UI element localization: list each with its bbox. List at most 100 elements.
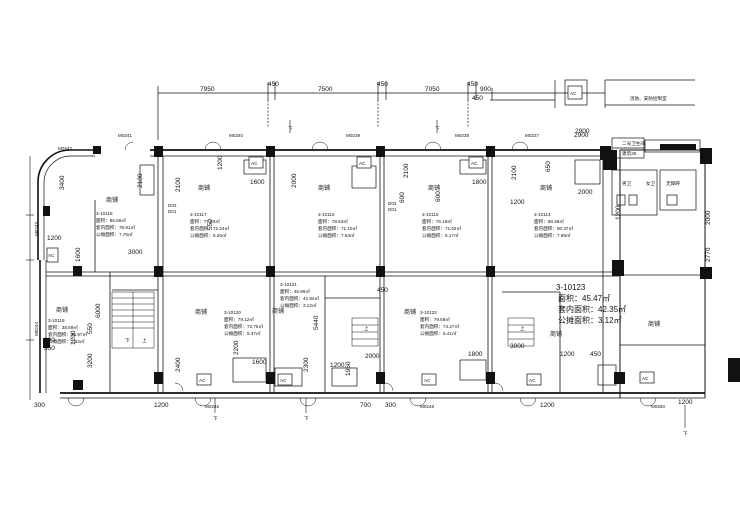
shop-inner-area: 套内面积：71.10㎡ xyxy=(318,225,357,232)
shop-3-10120: 商铺 3-10120 面积：79.12㎡ 套内面积：73.75㎡ 公摊面积：5.… xyxy=(195,308,263,337)
dim-left-1200: 1200 xyxy=(47,235,62,242)
shop-inner-area: 套内面积：71.02㎡ xyxy=(422,225,461,232)
ne-core-fill xyxy=(603,144,696,170)
ac-unit-label: AC xyxy=(280,378,287,383)
shop-inner-area: 套内面积：35.97㎡ xyxy=(48,331,87,338)
dim-inner: 600 xyxy=(399,192,406,203)
shop-shared-area: 公摊面积：5.17㎡ xyxy=(422,232,459,239)
shop-name: 商铺 xyxy=(195,308,207,316)
door-tag: M0241 xyxy=(118,133,132,138)
dim-inner: 2400 xyxy=(175,357,182,372)
dim-left-6000: 6000 xyxy=(95,303,102,318)
shop-inner-area: 套内面积：78.81㎡ xyxy=(96,224,135,231)
shop-area: 面积：77.50㎡ xyxy=(190,218,220,225)
fixture-tag: D01 xyxy=(388,207,397,212)
stair-up-marker: 上 xyxy=(364,325,369,331)
fixture-tag: D03 xyxy=(388,201,397,206)
male-wc-label: 男卫 xyxy=(622,181,632,187)
dim-left-1600: 1600 xyxy=(75,247,82,262)
shop-name: 商铺 xyxy=(404,308,416,316)
shop-id: 3-10117 xyxy=(190,212,207,217)
shop-inner-area: 套内面积：42.84㎡ xyxy=(280,295,319,302)
shop-id: 3-10121 xyxy=(280,282,297,287)
dim-inner: 1200 xyxy=(615,205,622,220)
shop-shared-area: 公摊面积：7.53㎡ xyxy=(318,232,355,239)
shop-3-10119: 商铺 3-10119 面积：38.59㎡ 套内面积：35.97㎡ 公摊面积：2.… xyxy=(48,306,87,345)
ac-unit-label: AC xyxy=(359,161,366,166)
accessible-wc-label: 无障碍 xyxy=(666,180,680,187)
dim-left-300: 300 xyxy=(44,337,55,344)
left-dimension-chain xyxy=(26,156,34,400)
ac-unit-label: AC xyxy=(642,376,649,381)
shop-3-10117: 商铺 3-10117 面积：77.50㎡ 套内面积：72.24㎡ 公摊面积：5.… xyxy=(190,184,229,239)
shop-name: 商铺 xyxy=(106,196,118,204)
shop-inner-area: 套内面积：74.27㎡ xyxy=(420,323,459,330)
dim-inner: 1800 xyxy=(472,179,487,186)
ac-unit-label: AC xyxy=(251,161,258,166)
shop-shared-area: 公摊面积：2.62㎡ xyxy=(48,338,85,345)
dim-inner: 1200 xyxy=(510,199,525,206)
dim-top-450-c: 450 xyxy=(467,81,478,88)
shop-name: 商铺 xyxy=(198,184,210,192)
dim-bottom: 300 xyxy=(385,402,396,409)
ac-unit-label: AC xyxy=(570,91,577,96)
shop-name: 商铺 xyxy=(540,184,552,192)
door-tag: M0244 xyxy=(34,322,39,336)
shop-name: 商铺 xyxy=(550,330,562,338)
dim-top-900: 900 xyxy=(480,86,491,93)
dim-inner: 550 xyxy=(207,219,214,230)
shop-area: 面积：45.96㎡ xyxy=(280,288,310,295)
dim-bottom: 1200 xyxy=(678,399,693,406)
shop-area: 面积：78.63㎡ xyxy=(318,218,348,225)
shop-name: 商铺 xyxy=(428,184,440,192)
dim-inner: 2100 xyxy=(511,165,518,180)
shop-id: 3-10120 xyxy=(224,310,241,315)
door-tag: M0239 xyxy=(346,133,360,138)
shop-name: 商铺 xyxy=(272,307,284,315)
shop-area: 面积：45.47㎡ xyxy=(558,293,610,303)
dim-top-7050: 7050 xyxy=(425,86,440,93)
shop-name: 商铺 xyxy=(648,320,660,328)
stair-down-marker: 下 xyxy=(125,338,130,344)
shop-id: 3-10119 xyxy=(48,318,65,323)
shop-area: 面积：38.59㎡ xyxy=(48,324,78,331)
dim-bottom: 1200 xyxy=(540,402,555,409)
dim-inner: 5440 xyxy=(313,315,320,330)
dim-inner: 2770 xyxy=(705,247,712,262)
dim-inner: 1600 xyxy=(252,359,267,366)
stair-down-marker: 下 xyxy=(683,431,688,437)
shop-id: 3-10116 xyxy=(318,212,335,217)
dim-left-3200: 3200 xyxy=(87,353,94,368)
dim-inner: 3000 xyxy=(128,249,143,256)
stair-up-marker: 上 xyxy=(142,337,147,343)
door-tag: M0248 xyxy=(420,404,434,409)
dim-inner: 1800 xyxy=(468,351,483,358)
ac-unit-label: AC xyxy=(424,378,431,383)
stair-middle xyxy=(351,317,379,347)
fixture-tag: D03 xyxy=(168,203,177,208)
dim-inner: 2100 xyxy=(137,173,144,188)
shop-name: 商铺 xyxy=(56,306,68,314)
dim-top-7950: 7950 xyxy=(200,86,215,93)
shop-area: 面积：86.56㎡ xyxy=(96,217,126,224)
dim-top-2900: 2900 xyxy=(575,128,590,135)
dim-top-450-d: 450 xyxy=(472,95,483,102)
dim-left-1200-b: 1200 xyxy=(70,330,77,345)
dim-inner: 2300 xyxy=(303,357,310,372)
dim-inner: 600 xyxy=(435,191,442,202)
shop-id: 3-10115 xyxy=(422,212,439,217)
stair-west xyxy=(111,291,155,349)
stair-east xyxy=(507,317,535,347)
shop-shared-area: 公摊面积：5.37㎡ xyxy=(224,330,261,337)
control-room-label: 消防、安防控制室 xyxy=(630,95,667,102)
door-tag: M0242 xyxy=(58,146,72,151)
stair-down-marker: 下 xyxy=(288,126,293,132)
shop-3-10123: 商铺 3-10123 面积：45.47㎡ 套内面积：42.35㎡ 公摊面积：3.… xyxy=(550,283,626,338)
shop-area: 面积：76.19㎡ xyxy=(422,218,452,225)
top-dimension-texts: 450 7950 450 7500 450 7050 450 900 2900 xyxy=(200,81,590,135)
dim-inner: 1200 xyxy=(217,155,224,170)
ac-unit-label: AC xyxy=(471,161,478,166)
stair-up-marker: 上 xyxy=(520,325,525,331)
